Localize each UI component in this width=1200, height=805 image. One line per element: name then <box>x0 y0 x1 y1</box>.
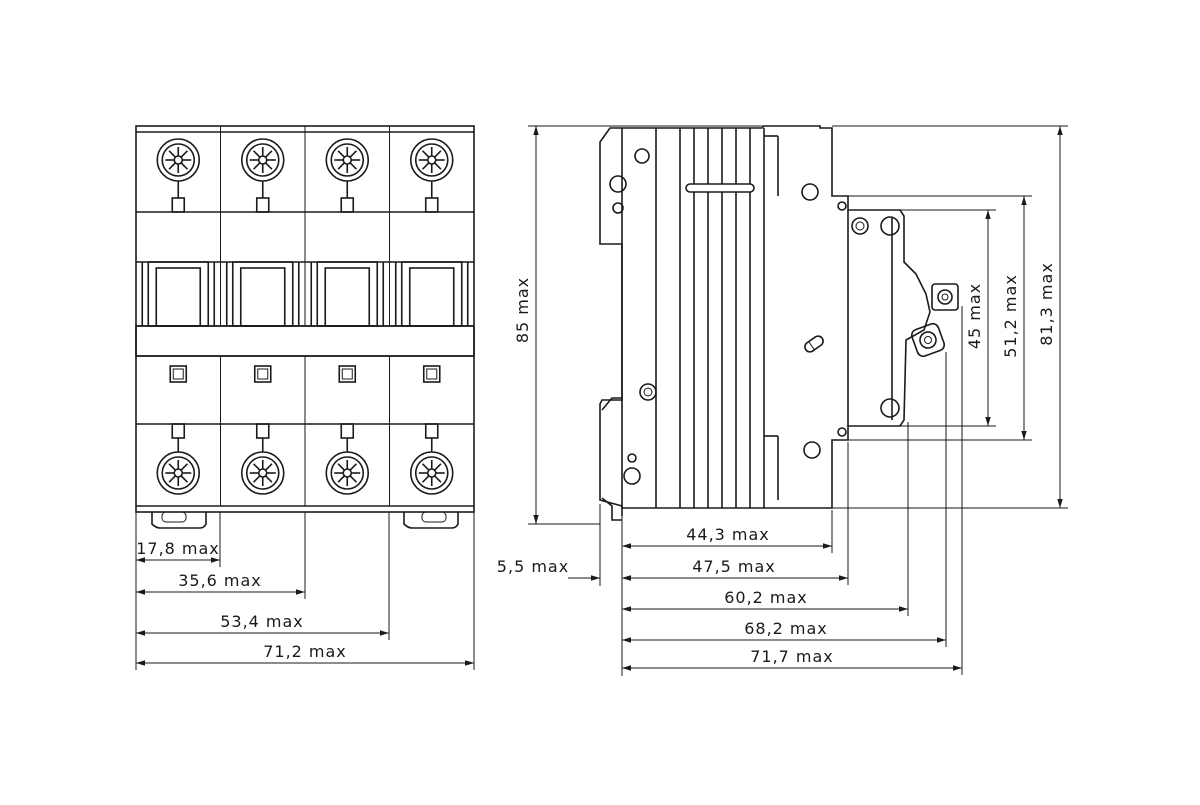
front-view: 17,8 max 35,6 max 53,4 max 71,2 max <box>135 125 475 670</box>
dim-47-5: 47,5 max <box>622 557 848 581</box>
pole <box>225 138 300 495</box>
dim-85: 85 max <box>513 126 539 524</box>
top-contact <box>171 197 186 213</box>
pole-dividers <box>220 126 390 506</box>
top-contact <box>255 197 270 213</box>
top-terminal-screw <box>409 138 454 182</box>
toggle-frame <box>400 261 463 327</box>
pole <box>394 138 469 495</box>
toggle-handle <box>155 267 202 327</box>
pole <box>141 138 216 495</box>
bottom-terminal-screw <box>409 451 454 495</box>
poles <box>141 138 469 495</box>
dim-53-4: 53,4 max <box>136 612 389 636</box>
dim-68-2: 68,2 max <box>622 619 946 643</box>
dim-35-6: 35,6 max <box>136 571 305 595</box>
side-dimensions: 85 max 45 max 51,2 max 81,3 max 5,5 max 44,3 … <box>497 125 1068 676</box>
dim-71-2: 71,2 max <box>136 642 474 666</box>
dim-5-5-label: 5,5 max <box>497 557 569 576</box>
dim-45-label: 45 max <box>965 283 984 349</box>
bottom-terminal-screw <box>156 451 201 495</box>
dim-81-3: 81,3 max <box>1037 126 1063 508</box>
bottom-terminal-screw <box>240 451 285 495</box>
dim-51-2: 51,2 max <box>1001 196 1027 440</box>
top-contact <box>424 197 439 213</box>
dim-68-2-label: 68,2 max <box>744 619 828 638</box>
dim-45: 45 max <box>965 210 991 426</box>
top-terminal-screw <box>325 138 370 182</box>
pole <box>310 138 385 495</box>
bottom-contact <box>424 423 439 439</box>
toggle-handle <box>408 267 455 327</box>
dim-17-8-label: 17,8 max <box>136 539 220 558</box>
dim-53-4-label: 53,4 max <box>220 612 304 631</box>
front-dimensions: 17,8 max 35,6 max 53,4 max 71,2 max <box>135 506 475 670</box>
dim-81-3-label: 81,3 max <box>1037 262 1056 346</box>
dim-44-3: 44,3 max <box>622 525 832 549</box>
toggle-handle <box>239 267 286 327</box>
dim-5-5: 5,5 max <box>497 504 654 676</box>
dim-71-7-label: 71,7 max <box>750 647 834 666</box>
dim-60-2-label: 60,2 max <box>724 588 808 607</box>
top-terminal-screw <box>240 138 285 182</box>
dim-60-2: 60,2 max <box>622 588 908 612</box>
side-body <box>599 125 959 521</box>
bottom-contact <box>255 423 270 439</box>
indicator-window <box>422 365 441 383</box>
dim-85-label: 85 max <box>513 277 532 343</box>
toggle-frame <box>147 261 210 327</box>
dim-17-8: 17,8 max <box>136 539 220 563</box>
dim-51-2-label: 51,2 max <box>1001 274 1020 358</box>
bottom-contact <box>340 423 355 439</box>
side-view: 85 max 45 max 51,2 max 81,3 max 5,5 max 44,3 … <box>497 125 1068 676</box>
top-contact <box>340 197 355 213</box>
indicator-window <box>253 365 272 383</box>
indicator-window <box>169 365 188 383</box>
top-terminal-screw <box>156 138 201 182</box>
toggle-handle <box>324 267 371 327</box>
bottom-terminal-screw <box>325 451 370 495</box>
dim-47-5-label: 47,5 max <box>692 557 776 576</box>
din-clips <box>151 511 459 529</box>
dim-71-7: 71,7 max <box>622 647 962 671</box>
toggle-frame <box>316 261 379 327</box>
dim-44-3-label: 44,3 max <box>686 525 770 544</box>
toggle-frame <box>231 261 294 327</box>
bottom-contact <box>171 423 186 439</box>
dim-71-2-label: 71,2 max <box>263 642 347 661</box>
dim-35-6-label: 35,6 max <box>178 571 262 590</box>
indicator-window <box>338 365 357 383</box>
